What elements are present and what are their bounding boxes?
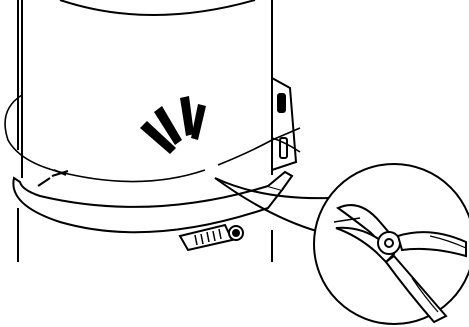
side-bracket — [271, 76, 298, 172]
wire-cutter-pliers-icon — [333, 204, 467, 324]
hose-clamp-icon — [12, 170, 294, 252]
cylindrical-container-icon — [21, 0, 273, 196]
tie-wire-icon — [4, 94, 301, 187]
snap-burst-icon — [140, 96, 206, 154]
pole — [17, 0, 273, 262]
